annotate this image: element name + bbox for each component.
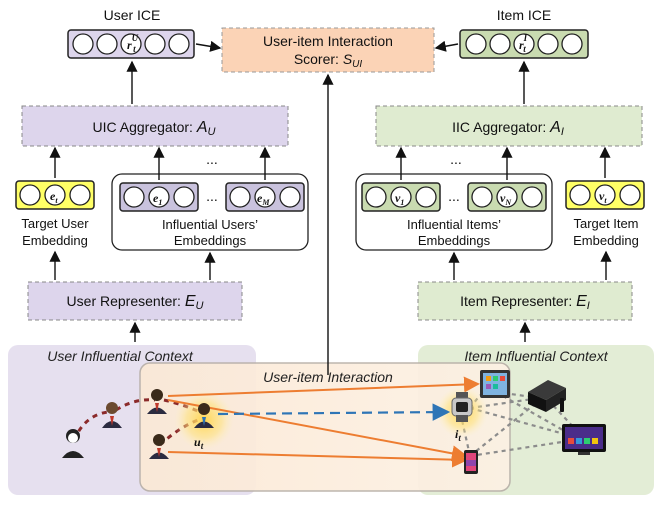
set-top-box-icon [528,380,566,412]
item-ice-title: Item ICE [497,7,551,23]
target-item-node-label: it [455,427,461,443]
target-item-label-1: Target Item [573,216,638,231]
target-item-label-2: Embedding [573,233,639,248]
influential-user-first-symbol: e1 [153,191,162,207]
smart-tv-icon [562,424,606,455]
user-representer-label: User Representer: EU [67,293,204,312]
target-item-symbol: vt [599,189,607,205]
smartwatch-icon [451,392,473,422]
user-icon-2 [147,389,167,414]
influential-item-last-symbol: vN [500,191,512,207]
item-ice-cells [465,33,583,55]
influential-items-label-2: Embeddings [418,233,491,248]
influential-users-label-2: Embeddings [174,233,247,248]
item-representer-label: Item Representer: EI [460,293,590,312]
user-ice-cells [72,33,190,55]
scorer-box [221,27,435,73]
item-ice-to-scorer-arrow [434,40,459,52]
influential-items-label-1: Influential Items’ [407,217,501,232]
scorer-formula: Scorer: SUI [294,51,363,70]
influential-item-first-symbol: v1 [395,191,404,207]
interaction-title: User-item Interaction [263,369,393,385]
user-context-title: User Influential Context [47,348,194,364]
influential-users-label-1: Influential Users’ [162,217,258,232]
item-representer-box [417,281,633,321]
scorer-label: User-item Interaction [263,33,393,49]
user-icon-3 [149,434,169,459]
target-user-label-1: Target User [21,216,89,231]
influential-user-first-cells [123,186,195,208]
influential-users-ellipsis: ... [206,188,218,204]
iic-aggregator-box [375,105,643,147]
influential-user-last-symbol: eM [257,191,270,207]
target-user-node-label: ut [194,435,204,451]
observed-interactions [167,376,480,468]
influential-items-ellipsis: ... [448,188,460,204]
target-user-symbol: et [50,189,58,205]
user-icon-target [194,403,214,428]
iic-aggregator-label: IIC Aggregator: AI [452,119,564,138]
influential-item-first-cells [365,186,437,208]
target-item-embedding-cells [569,184,641,206]
target-user-label-2: Embedding [22,233,88,248]
uic-inputs-ellipsis: ... [206,151,218,167]
item-context-title: Item Influential Context [464,348,608,364]
user-ice-title: User ICE [104,7,161,23]
user-representer-box [27,281,243,321]
target-interaction-arrow [217,403,451,421]
user-icon-1 [102,402,122,428]
user-ice-to-scorer-arrow [195,40,222,52]
uic-aggregator-label: UIC Aggregator: AU [93,119,216,138]
phone-icon [464,450,478,474]
tablet-icon [480,370,510,398]
iic-inputs-ellipsis: ... [450,151,462,167]
influential-user-last-cells [229,186,301,208]
target-user-embedding-cells [19,184,91,206]
uic-aggregator-box [21,105,289,147]
influential-item-last-cells [471,186,543,208]
user-icon-female [62,429,84,458]
